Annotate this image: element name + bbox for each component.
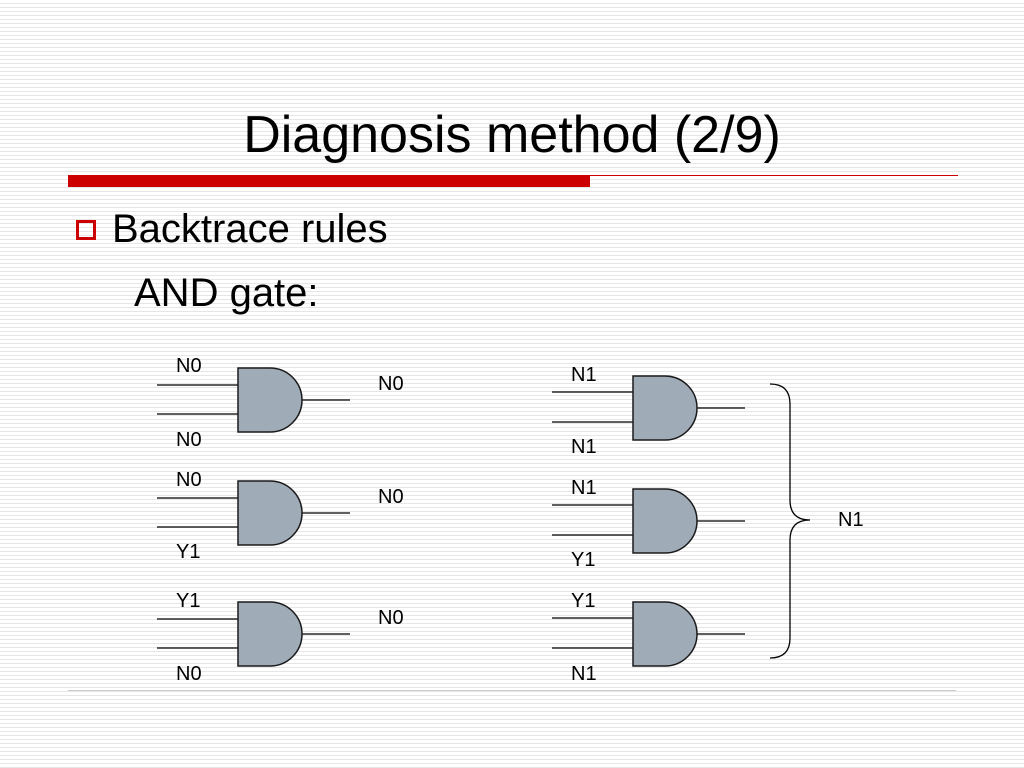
square-bullet-icon (76, 220, 96, 240)
slide-title: Diagnosis method (2/9) (243, 106, 781, 164)
bullet-text: Backtrace rules (112, 206, 388, 251)
and-gate-right-1: N1 N1 (552, 364, 745, 458)
left-gate-1-input-b: N0 (176, 429, 202, 451)
and-gate-right-3: Y1 N1 (552, 590, 745, 685)
left-gate-2-output: N0 (378, 486, 404, 508)
title-underline-thin (590, 175, 958, 176)
and-gate-left-3: Y1 N0 N0 (157, 590, 404, 685)
bullet-item: Backtrace rules (76, 204, 388, 254)
and-gate-left-2: N0 Y1 N0 (157, 469, 404, 563)
subtitle-text: AND gate: (134, 271, 319, 315)
right-group-output: N1 (838, 509, 864, 531)
left-gate-3-input-a: Y1 (176, 590, 200, 612)
right-gate-1-input-a: N1 (571, 364, 597, 386)
right-group-brace (769, 383, 811, 659)
right-gate-3-input-b: N1 (571, 663, 597, 685)
right-gate-2-input-b: Y1 (571, 549, 595, 571)
right-gate-3-input-a: Y1 (571, 590, 595, 612)
left-gate-3-input-b: N0 (176, 663, 202, 685)
and-gate-right-2: N1 Y1 (552, 477, 745, 571)
and-gate-left-1: N0 N0 N0 (157, 355, 404, 451)
left-gate-2-input-b: Y1 (176, 541, 200, 563)
right-gate-2-input-a: N1 (571, 477, 597, 499)
left-gate-3-output: N0 (378, 607, 404, 629)
left-gate-2-input-a: N0 (176, 469, 202, 491)
footer-divider (68, 690, 956, 691)
left-gate-1-input-a: N0 (176, 355, 202, 377)
title-underline-thick (68, 175, 590, 187)
left-gate-1-output: N0 (378, 373, 404, 395)
right-gate-1-input-b: N1 (571, 436, 597, 458)
